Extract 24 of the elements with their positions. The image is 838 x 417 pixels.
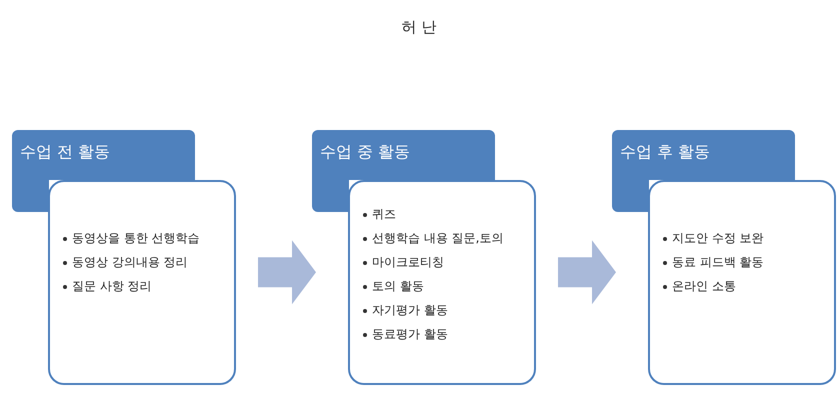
bullet-item: 퀴즈 bbox=[362, 202, 396, 226]
bullet-item: 자기평가 활동 bbox=[362, 298, 448, 322]
block-arrow bbox=[258, 240, 316, 304]
activity-card bbox=[48, 180, 236, 385]
stage-title: 수업 전 활동 bbox=[20, 142, 110, 161]
bullet-item: 지도안 수정 보완 bbox=[662, 226, 764, 250]
bullet-item: 마이크로티칭 bbox=[362, 250, 444, 274]
bullet-item: 동료 피드백 활동 bbox=[662, 250, 764, 274]
bullet-item: 질문 사항 정리 bbox=[62, 274, 152, 298]
title: 허 난 bbox=[400, 18, 438, 37]
stage-title: 수업 중 활동 bbox=[320, 142, 410, 161]
stage-header bbox=[12, 130, 195, 180]
stage-title: 수업 후 활동 bbox=[620, 142, 710, 161]
activity-card bbox=[348, 180, 536, 385]
stage-header bbox=[312, 130, 495, 180]
bullet-item: 온라인 소통 bbox=[662, 274, 736, 298]
bullet-item: 동영상 강의내용 정리 bbox=[62, 250, 188, 274]
block-arrow bbox=[558, 240, 616, 304]
bullet-item: 선행학습 내용 질문,토의 bbox=[362, 226, 504, 250]
bullet-item: 동료평가 활동 bbox=[362, 322, 448, 346]
bullet-item: 토의 활동 bbox=[362, 274, 424, 298]
activity-card bbox=[648, 180, 836, 385]
stage-header bbox=[612, 130, 795, 180]
bullet-item: 동영상을 통한 선행학습 bbox=[62, 226, 200, 250]
